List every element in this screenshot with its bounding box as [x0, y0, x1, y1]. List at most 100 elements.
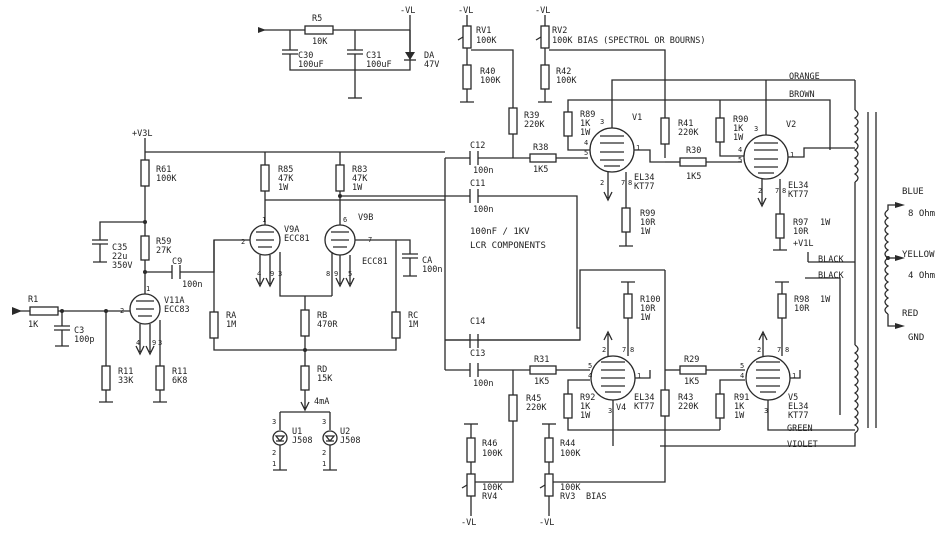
r97-value: 10R [793, 227, 809, 237]
u2-ref: U2 [340, 427, 350, 437]
v9a-pin-9: 9 [270, 270, 274, 278]
resistor-r92 [563, 393, 573, 419]
r91-power: 1W [734, 411, 745, 421]
r61-ref: R61 [156, 165, 171, 175]
resistor-rb [300, 309, 310, 337]
resistor-r100 [623, 293, 633, 319]
r85-power: 1W [278, 183, 289, 193]
r44-ref: R44 [560, 439, 575, 449]
pot-rv4 [466, 473, 476, 497]
r99-ref: R99 [640, 209, 655, 219]
v2-pin-5: 5 [738, 156, 742, 164]
r85-value: 47K [278, 174, 294, 184]
resistor-r42 [540, 64, 550, 90]
r83-power: 1W [352, 183, 363, 193]
pot-rv2 [540, 25, 550, 49]
upper-output-pair: C12 100n R38 1K5 R89 1K 1W V1 3 4 5 1 2 … [445, 79, 855, 251]
c12-ref: C12 [470, 141, 485, 151]
v4-pin-5: 5 [588, 362, 592, 370]
resistor-r41 [660, 117, 670, 145]
v9a-pin-2: 2 [241, 238, 245, 246]
v1-ref: V1 [632, 113, 642, 123]
r92-value: 1K [580, 402, 591, 412]
r38-ref: R38 [533, 143, 548, 153]
resistor-r97 [775, 213, 785, 239]
v2-alt: KT77 [788, 190, 808, 200]
r1-ref: R1 [28, 295, 38, 305]
r90-value: 1K [733, 124, 744, 134]
resistor-r11a [101, 365, 111, 391]
rail-neg-vl-2: -VL [458, 6, 473, 16]
v2-pin-4: 4 [738, 146, 742, 154]
r45-ref: R45 [526, 394, 541, 404]
out-gnd: GND [908, 333, 924, 343]
wire-violet: VIOLET [787, 440, 818, 450]
rv2-value: 100K BIAS (SPECTROL OR BOURNS) [552, 36, 706, 46]
r46-ref: R46 [482, 439, 497, 449]
c9-value: 100n [182, 280, 202, 290]
c35-value: 22u [112, 252, 127, 262]
r45-value: 220K [526, 403, 547, 413]
v5-pin-8: 8 [785, 346, 789, 354]
u1-pin-3: 3 [272, 418, 276, 426]
current-label: 4mA [314, 397, 329, 407]
r98-value: 10R [794, 304, 810, 314]
resistor-r59 [140, 235, 150, 261]
resistor-rc [391, 311, 401, 339]
rail-neg-vl-1: -VL [400, 6, 415, 16]
rc-ref: RC [408, 311, 418, 321]
r91-value: 1K [734, 402, 745, 412]
v1-pin-7: 7 [621, 179, 625, 187]
da-ref: DA [424, 51, 434, 61]
r46-value: 100K [482, 449, 503, 459]
resistor-r85 [260, 164, 270, 192]
c30-value: 100uF [298, 60, 324, 70]
resistor-r29 [679, 365, 707, 375]
v1-pin-2: 2 [600, 179, 604, 187]
wire-black-2: BLACK [818, 271, 844, 281]
v5-pin-1: 1 [792, 372, 796, 380]
c30-ref: C30 [298, 51, 313, 61]
r92-power: 1W [580, 411, 591, 421]
v9b-ref: V9B [358, 213, 373, 223]
v4-type: EL34 [634, 393, 654, 403]
v1-pin-1: 1 [636, 144, 640, 152]
v4-pin-2: 2 [602, 346, 606, 354]
rv4-value: 100K [482, 483, 503, 493]
r59-ref: R59 [156, 237, 171, 247]
r29-value: 1K5 [684, 377, 699, 387]
r44-value: 100K [560, 449, 581, 459]
ca-value: 100n [422, 265, 442, 275]
v4-pin-4: 4 [588, 372, 592, 380]
r99-power: 1W [640, 227, 651, 237]
out-blue: BLUE [902, 187, 924, 197]
r40-ref: R40 [480, 67, 495, 77]
r1-value: 1K [28, 320, 39, 330]
coupling-notes: C11 100n 100nF / 1KV LCR COMPONENTS [444, 158, 580, 370]
resistor-r39 [508, 107, 518, 135]
v9a-ref: V9A [284, 225, 299, 235]
v11a-type: ECC83 [164, 305, 190, 315]
pot-rv1 [462, 25, 472, 49]
v9b-pin-9: 9 [334, 270, 338, 278]
v5-pin-7: 7 [777, 346, 781, 354]
r100-power: 1W [640, 313, 651, 323]
ra-value: 1M [226, 320, 236, 330]
v2-pin-1: 1 [790, 151, 794, 159]
v9b-pin-8: 8 [326, 270, 330, 278]
u2-pin-1: 1 [322, 460, 326, 468]
r11b-value: 6K8 [172, 376, 187, 386]
bias-top: -VL RV1 100K R40 100K -VL RV2 100K BIAS … [457, 6, 706, 158]
out-4-ohm: 4 Ohm [908, 271, 935, 281]
resistor-r31 [529, 365, 557, 375]
rv1-value: 100K [476, 36, 497, 46]
v9a-type: ECC81 [284, 234, 310, 244]
rv3-value: 100K [560, 483, 581, 493]
resistor-r61 [140, 159, 150, 187]
u1-type: J508 [292, 436, 312, 446]
v9b-pin-6: 6 [343, 216, 347, 224]
v1-pin-4: 4 [584, 139, 588, 147]
r91-ref: R91 [734, 393, 749, 403]
r11a-value: 33K [118, 376, 134, 386]
rv3-ref: RV3 [560, 492, 575, 502]
